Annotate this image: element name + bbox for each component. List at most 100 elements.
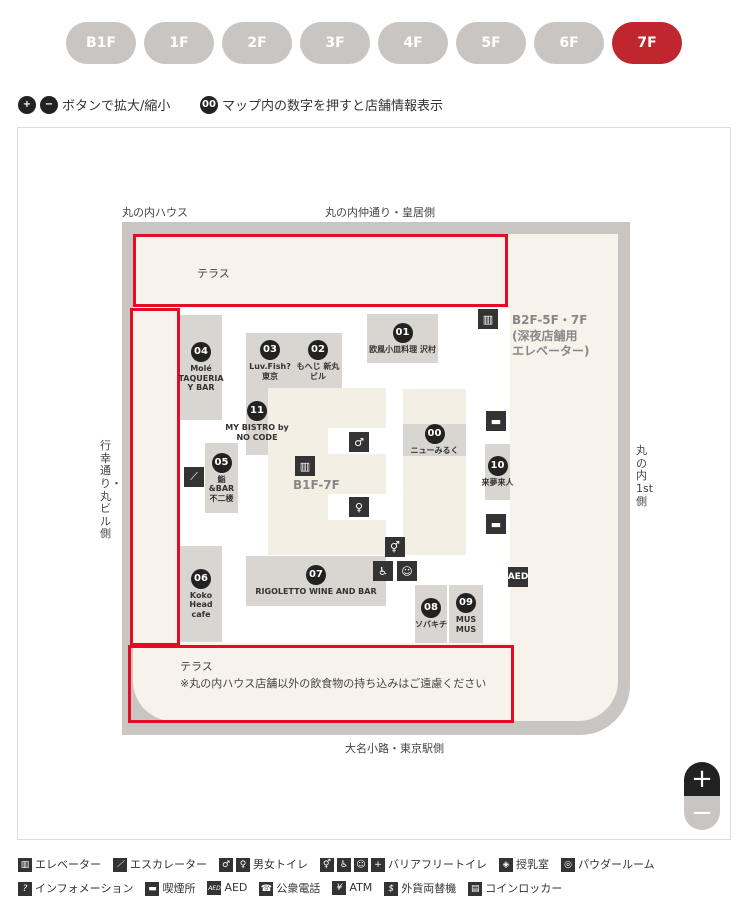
store-00-area	[403, 389, 466, 555]
legend-text: ATM	[349, 881, 373, 894]
late-elevator-label: B2F-5F・7F (深夜店舗用 エレベーター)	[512, 313, 590, 359]
store-name: Luv.Fish? 東京	[249, 361, 291, 381]
terrace-bottom-label: テラス	[180, 660, 213, 673]
plus-icon: +	[18, 95, 36, 114]
legend-text: 男女トイレ	[253, 858, 308, 871]
terrace-top-outline	[133, 234, 508, 307]
phone-icon: ☎	[259, 882, 274, 896]
legend-exchange: $外貨両替機	[384, 880, 456, 896]
zoom-out-button[interactable]: −	[684, 796, 720, 830]
legend-text: エレベーター	[35, 858, 101, 871]
central-area	[268, 388, 386, 555]
legend-text: エスカレーター	[130, 858, 207, 871]
terrace-note: ※丸の内ハウス店舗以外の飲食物の持ち込みはご遠慮ください	[180, 677, 487, 690]
legend-text: 外貨両替機	[401, 882, 457, 895]
store-number: 01	[392, 322, 413, 343]
legend-nursing: ◈授乳室	[499, 856, 549, 872]
number-hint: 00 マップ内の数字を押すと店舗情報表示	[200, 95, 443, 114]
zoom-hint: +− ボタンで拡大/縮小	[18, 95, 170, 114]
male-restroom-icon: ♂	[349, 432, 369, 452]
legend-restroom: ♂♀男女トイレ	[219, 856, 308, 872]
legend-text: 授乳室	[516, 858, 549, 871]
store-name: ニューみるく	[410, 446, 459, 456]
floor-6f-button[interactable]: 6F	[534, 22, 604, 64]
floor-1f-button[interactable]: 1F	[144, 22, 214, 64]
store-number: 03	[260, 339, 280, 360]
store-number: 09	[456, 593, 476, 614]
ostomate-icon: +	[371, 858, 385, 872]
information-icon: ?	[18, 882, 32, 896]
elevator-icon: ▥	[478, 309, 498, 329]
store-number: 05	[211, 452, 232, 473]
floor-map	[17, 127, 731, 840]
legend-atm: ¥ATM	[332, 881, 372, 895]
floor-4f-button[interactable]: 4F	[378, 22, 448, 64]
store-number: 06	[191, 568, 211, 589]
escalator-icon: ⟋	[113, 858, 127, 872]
store-number: 02	[308, 339, 328, 360]
store-number: 00	[424, 424, 445, 445]
aed-icon: AED	[207, 881, 222, 895]
baby-icon: ☺	[397, 561, 417, 581]
restroom-icon: ⚥	[385, 537, 405, 557]
female-restroom-icon: ♀	[349, 497, 369, 517]
smoking-icon: ▬	[486, 411, 506, 431]
escalator-icon: ⟋	[184, 467, 204, 487]
zoom-in-button[interactable]: +	[684, 762, 720, 796]
store-name: もへじ 新丸ビル	[296, 361, 340, 381]
number-hint-text: マップ内の数字を押すと店舗情報表示	[222, 99, 444, 114]
floor-b1f-button[interactable]: B1F	[66, 22, 136, 64]
legend-text: 公衆電話	[276, 882, 321, 895]
male-icon: ♂	[219, 858, 233, 872]
elevator-icon: ▥	[295, 456, 315, 476]
legend-elevator: ▥エレベーター	[18, 856, 101, 872]
legend-text: パウダールーム	[578, 858, 655, 871]
floor-7f-button[interactable]: 7F	[612, 22, 682, 64]
store-name: 欧風小皿料理 沢村	[369, 344, 436, 354]
baby-icon: ☺	[354, 858, 368, 872]
store-name: Molé TAQUERIA Y BAR	[178, 364, 224, 393]
label-gyoko: 行幸通り・丸ビル側	[100, 439, 122, 541]
label-1st: 丸の内1st側	[636, 444, 654, 508]
store-number: 04	[191, 342, 211, 363]
legend-powder: ◎パウダールーム	[561, 856, 655, 872]
store-number: 10	[487, 456, 508, 477]
terrace-top-label: テラス	[197, 267, 230, 280]
legend-info: ?インフォメーション	[18, 880, 133, 896]
female-icon: ♀	[236, 858, 250, 872]
number-badge-icon: 00	[200, 95, 218, 114]
legend-locker: ▤コインロッカー	[468, 880, 562, 896]
store-number: 08	[421, 598, 441, 619]
nursing-icon: ◈	[499, 858, 513, 872]
elevator-icon: ▥	[18, 858, 32, 872]
floor-2f-button[interactable]: 2F	[222, 22, 292, 64]
legend-text: インフォメーション	[35, 882, 134, 895]
terrace-bottom-outline	[128, 645, 514, 723]
floor-3f-button[interactable]: 3F	[300, 22, 370, 64]
legend-row-1: ▥エレベーター ⟋エスカレーター ♂♀男女トイレ ⚥♿☺+バリアフリートイレ ◈…	[18, 856, 655, 872]
store-number: 07	[306, 565, 326, 586]
store-number: 11	[247, 400, 267, 421]
label-marunouchi-house: 丸の内ハウス	[122, 206, 188, 219]
store-name: 来夢来人	[481, 478, 514, 488]
atm-icon: ¥	[332, 881, 347, 895]
aed-icon: AED	[508, 567, 528, 587]
label-nakadori: 丸の内仲通り・皇居側	[325, 206, 435, 219]
locker-icon: ▤	[468, 882, 483, 896]
floor-5f-button[interactable]: 5F	[456, 22, 526, 64]
currency-exchange-icon: $	[384, 882, 399, 896]
